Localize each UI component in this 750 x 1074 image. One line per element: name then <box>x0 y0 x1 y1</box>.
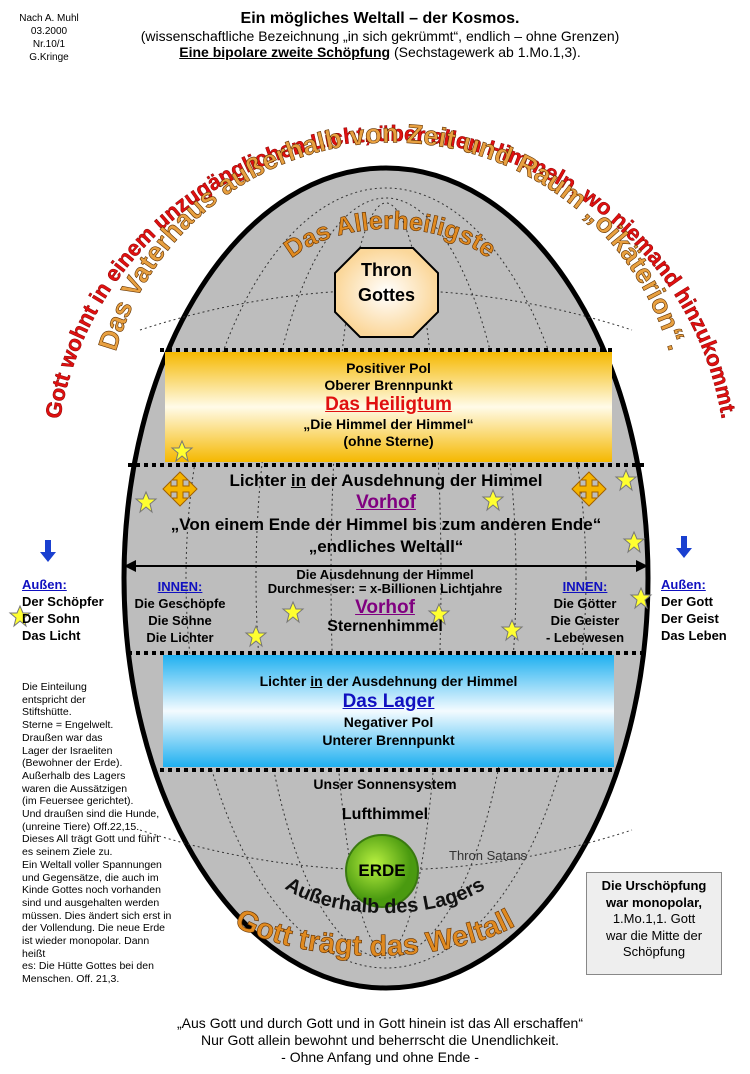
meta-number: Nr.10/1 <box>32 39 66 50</box>
page-subtitle: (wissenschaftliche Bezeichnung „in sich … <box>140 28 620 44</box>
lager-band <box>163 655 614 767</box>
note-line: waren die Aussätzigen <box>22 782 128 795</box>
lager-section: Lichter in der Ausdehnung der Himmel Das… <box>163 672 614 749</box>
lufthimmel-label: Lufthimmel <box>341 806 429 823</box>
thron-satans-label: Thron Satans <box>449 848 528 863</box>
note-line: Menschen. Off. 21,3. <box>22 973 120 986</box>
note-line: Die Einteilung <box>22 681 87 693</box>
move-cross-icons <box>162 471 607 507</box>
note-line: Außerhalb des Lagers <box>22 769 126 782</box>
note-line: Draußen war das <box>22 731 103 744</box>
vorhof-title-lower: Vorhof <box>355 597 415 618</box>
thron-octagon <box>334 247 439 338</box>
erde-label: ERDE <box>358 861 406 880</box>
note-line: und Gegensätze, die auch im <box>22 871 159 884</box>
note-line: (Bewohner der Erde). <box>22 757 123 770</box>
note-line: ist wieder monopolar. Dann heißt <box>22 935 150 960</box>
page-title: Ein mögliches Weltall – der Kosmos. <box>240 10 520 27</box>
sonnensystem-label: Unser Sonnensystem <box>313 776 457 792</box>
note-line: Lager der Israeliten <box>22 744 113 757</box>
meta-author: Nach A. Muhl <box>19 13 79 24</box>
innen-left-link[interactable]: INNEN: <box>157 579 203 594</box>
note-line: entspricht der <box>22 693 86 706</box>
note-line: sind und ausgehalten werden <box>22 896 160 909</box>
note-line: müssen. Dies ändert sich erst in <box>22 909 172 922</box>
meta-date: 03.2000 <box>30 26 68 37</box>
note-line: es seinem Ziele zu. <box>22 846 113 859</box>
heiligtum-title: Das Heiligtum <box>325 394 452 415</box>
vorhof-upper: Lichter in der Ausdehnung der Himmel Vor… <box>128 470 644 558</box>
note-line: Und draußen sind die Hunde, <box>22 808 160 821</box>
diameter-arrow <box>124 560 648 572</box>
note-line: Sterne = Engelwelt. <box>22 719 114 732</box>
heiligtum-band <box>165 352 612 462</box>
down-arrow-icons <box>40 536 692 562</box>
earth-circle <box>345 834 419 908</box>
note-line: es: Die Hütte Gottes bei den <box>22 960 154 973</box>
note-line: Dieses All trägt Gott und führt <box>22 833 160 846</box>
innen-right-link[interactable]: INNEN: <box>562 579 608 594</box>
note-line: Kinde Gottes noch vorhanden <box>22 884 161 897</box>
lager-title: Das Lager <box>342 691 435 712</box>
vorhof-title-upper: Vorhof <box>356 492 416 513</box>
footer: „Aus Gott und durch Gott und in Gott hin… <box>60 1015 700 1066</box>
header: Ein mögliches Weltall – der Kosmos. (wis… <box>100 10 660 60</box>
aussen-right-link[interactable]: Außen: <box>661 577 706 592</box>
grid-lines <box>139 187 633 969</box>
stars <box>9 440 652 647</box>
footer-quote: „Aus Gott und durch Gott und in Gott hin… <box>177 1015 583 1031</box>
note-line: (im Feuersee gerichtet). <box>22 795 134 808</box>
note-line: (unreine Tiere) Off.22,15. <box>22 820 140 833</box>
meta-editor: G.Kringe <box>29 52 69 63</box>
aussen-left-link[interactable]: Außen: <box>22 577 67 592</box>
subtitle-bold: Eine bipolare zweite Schöpfung <box>179 44 391 60</box>
dotted-dividers <box>128 348 644 772</box>
note-line: Stiftshütte. <box>22 706 72 719</box>
note-line: Ein Weltall voller Spannungen <box>22 858 162 871</box>
note-line: der Vollendung. Die neue Erde <box>22 922 166 935</box>
subtitle-rest: (Sechstagewerk ab 1.Mo.1,3). <box>390 44 581 60</box>
